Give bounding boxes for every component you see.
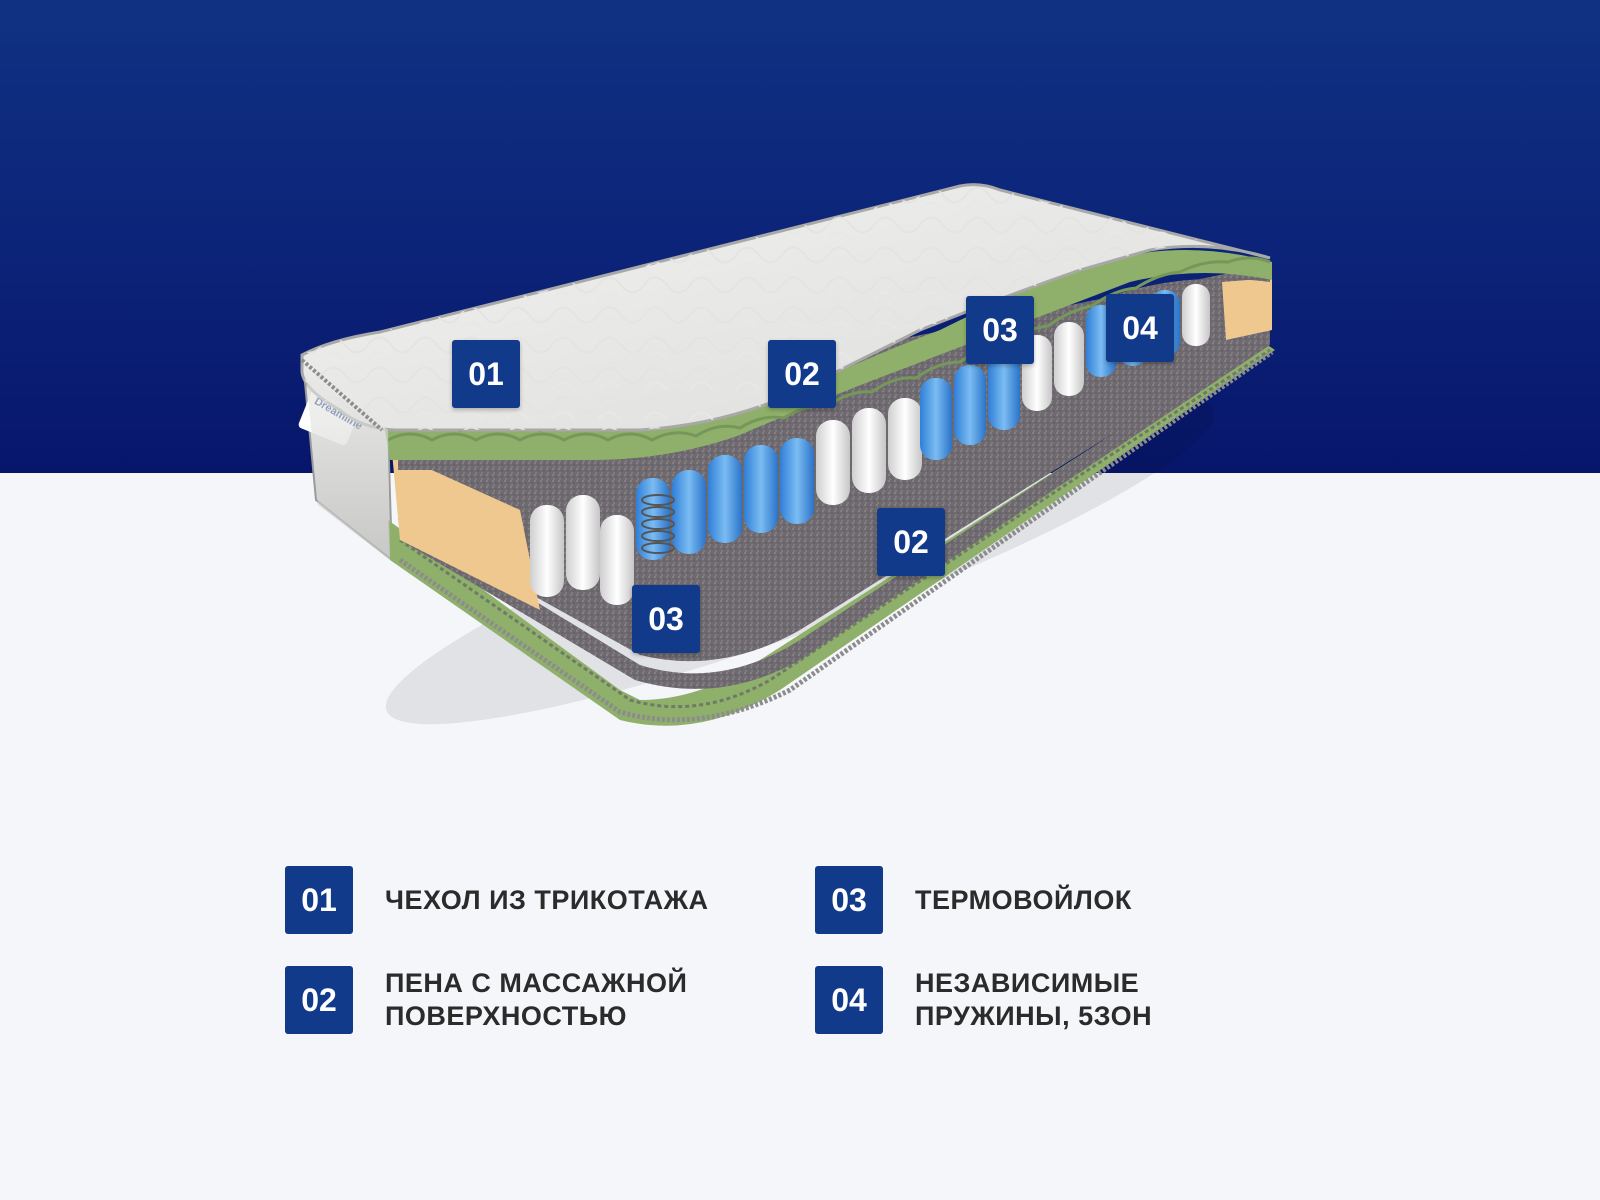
legend-line: ПЕНА С МАССАЖНОЙ [385,968,688,998]
legend-badge-01: 01 [285,866,353,934]
callout-felt-bottom: 03 [632,585,700,653]
callout-cover-top: 01 [452,340,520,408]
legend-label-01: ЧЕХОЛ ИЗ ТРИКОТАЖА [385,884,708,917]
legend-line: ЧЕХОЛ ИЗ ТРИКОТАЖА [385,884,709,915]
legend-badge-04: 04 [815,966,883,1034]
legend-label-02: ПЕНА С МАССАЖНОЙ ПОВЕРХНОСТЬЮ [385,967,687,1033]
mattress-body: Dreamline [298,183,1275,726]
legend-label-03: ТЕРМОВОЙЛОК [915,884,1132,917]
legend-badge-03: 03 [815,866,883,934]
legend-item-02: 02 ПЕНА С МАССАЖНОЙ ПОВЕРХНОСТЬЮ [285,966,687,1034]
callout-springs-top: 04 [1106,294,1174,362]
legend-item-03: 03 ТЕРМОВОЙЛОК [815,866,1132,934]
callout-felt-top: 03 [966,296,1034,364]
legend-line: ПРУЖИНЫ, 5ЗОН [915,1001,1153,1031]
legend-line: НЕЗАВИСИМЫЕ [915,968,1140,998]
callout-foam-bottom: 02 [877,508,945,576]
mattress-illustration: Dreamline [298,183,1275,726]
legend-line: ТЕРМОВОЙЛОК [915,884,1132,915]
legend-item-01: 01 ЧЕХОЛ ИЗ ТРИКОТАЖА [285,866,708,934]
legend-item-04: 04 НЕЗАВИСИМЫЕ ПРУЖИНЫ, 5ЗОН [815,966,1152,1034]
callout-foam-top: 02 [768,340,836,408]
legend-line: ПОВЕРХНОСТЬЮ [385,1001,627,1031]
legend-badge-02: 02 [285,966,353,1034]
legend-label-04: НЕЗАВИСИМЫЕ ПРУЖИНЫ, 5ЗОН [915,967,1152,1033]
